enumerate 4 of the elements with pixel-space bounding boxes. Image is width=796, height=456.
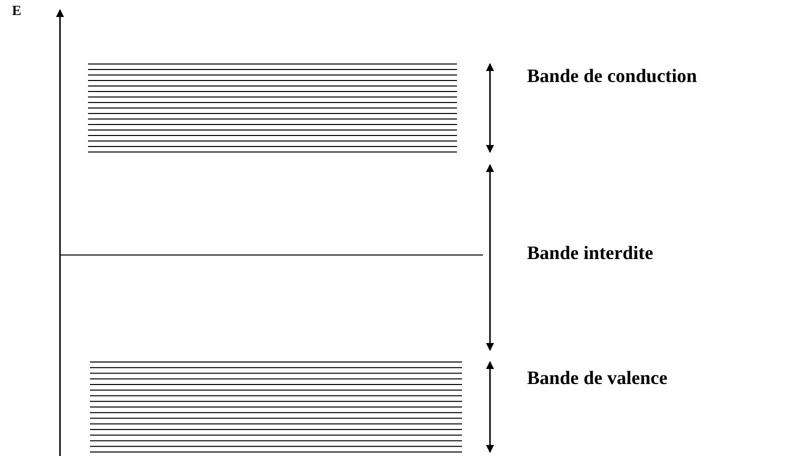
- band-label: Bande de conduction: [527, 66, 697, 88]
- band-label: Bande de valence: [527, 368, 668, 390]
- band-label: Bande interdite: [527, 243, 654, 265]
- axis-label: E: [12, 4, 22, 20]
